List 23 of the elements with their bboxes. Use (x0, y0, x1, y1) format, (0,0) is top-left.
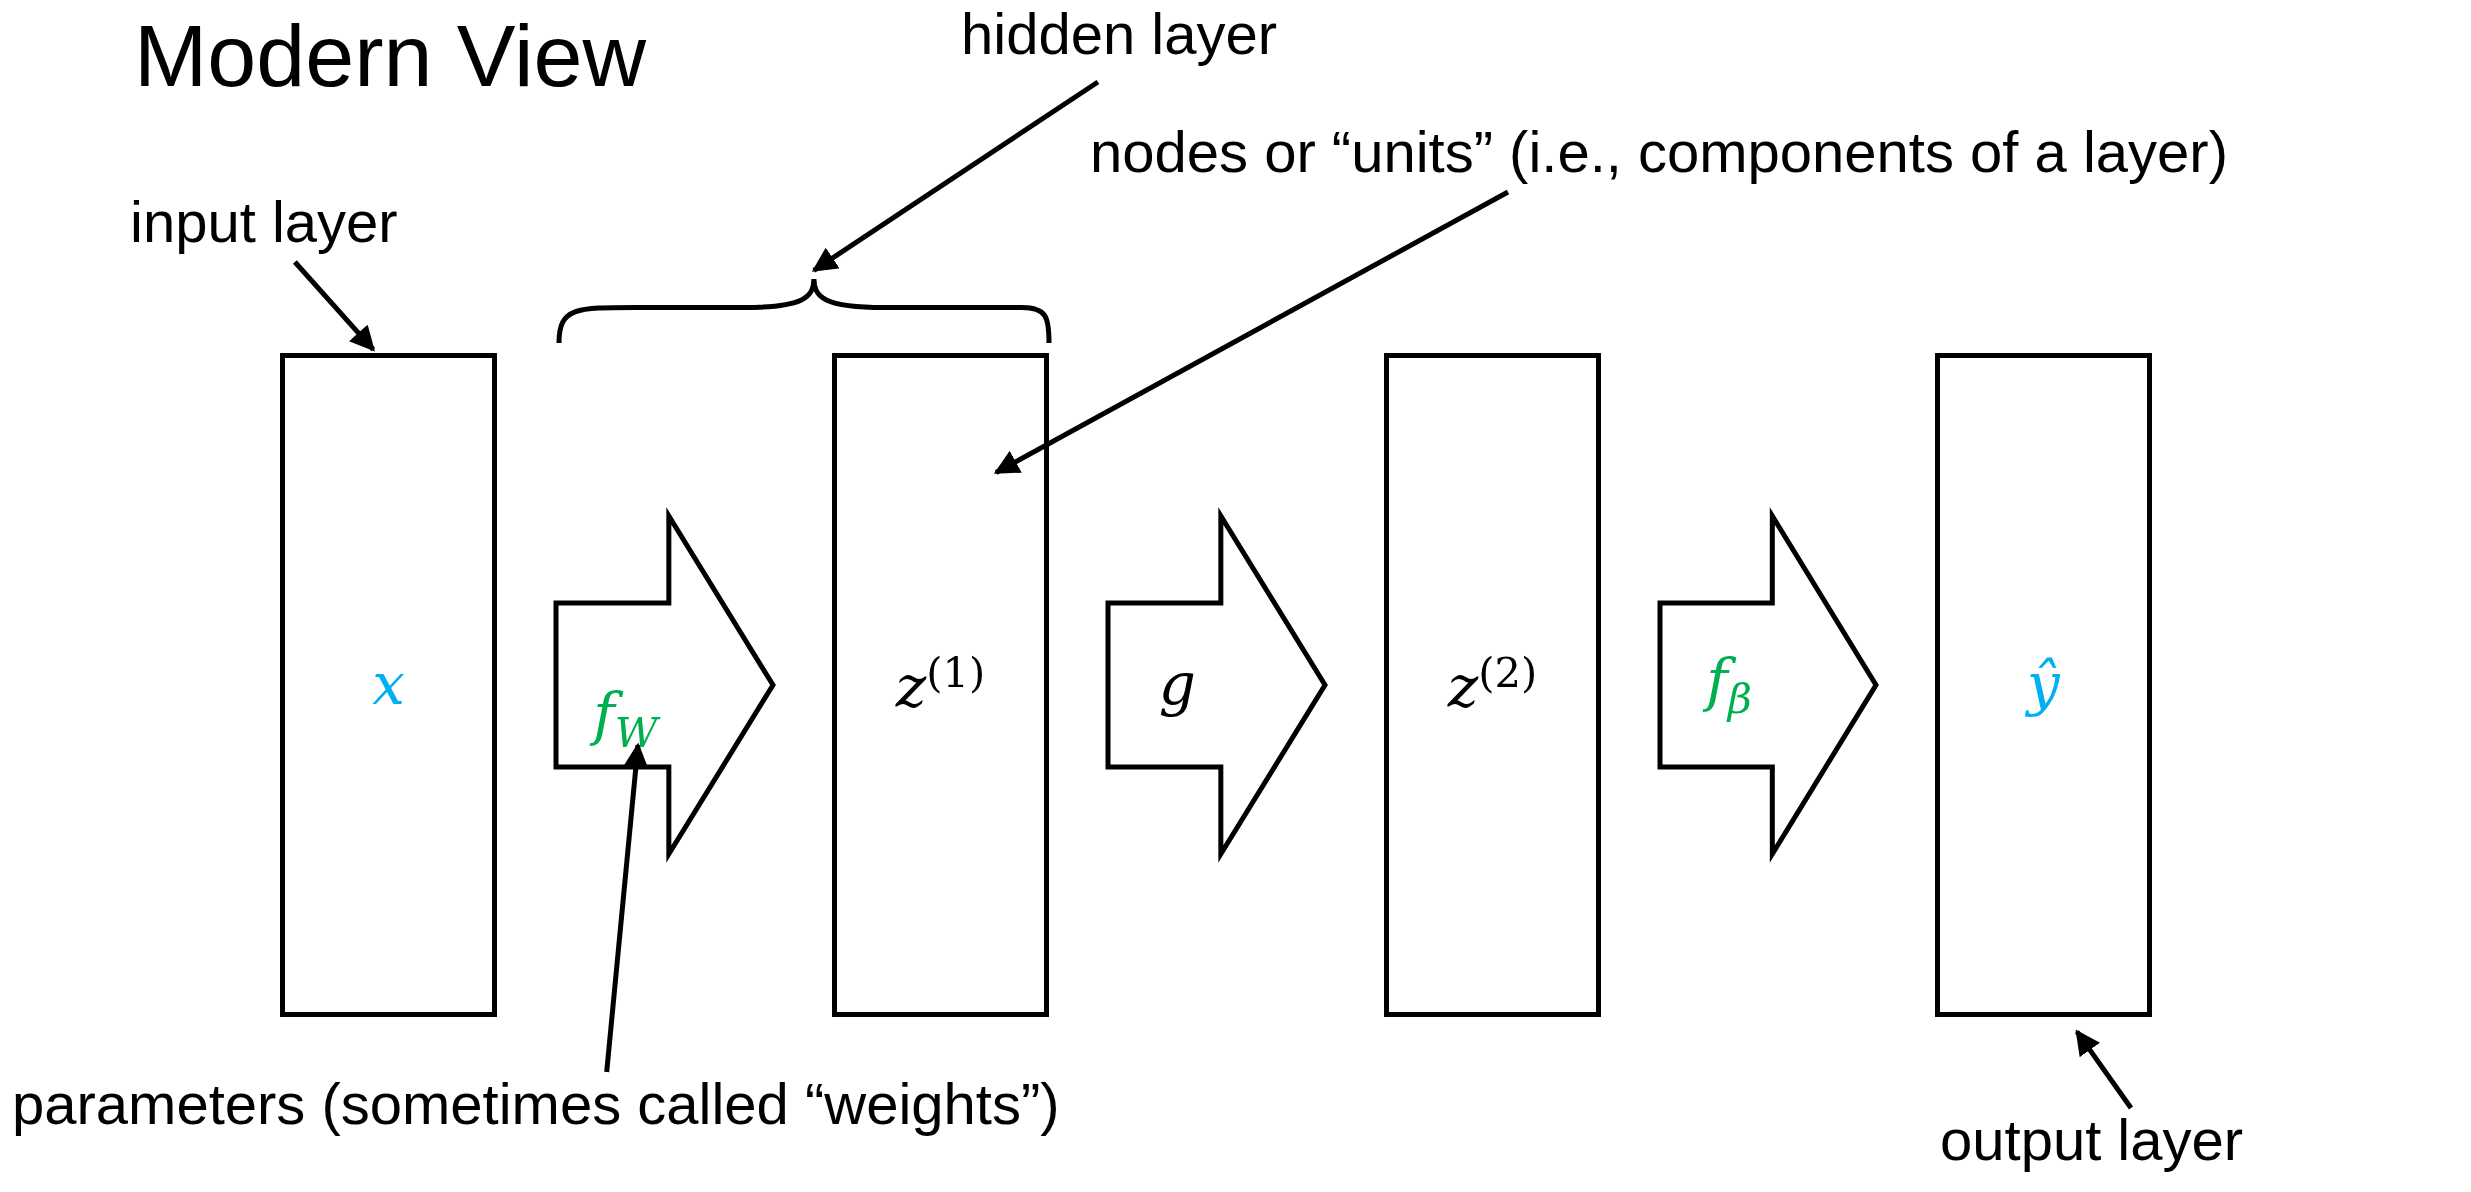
math-label: z$^{(1)}$ (895, 647, 986, 723)
math-label: z$^{(2)}$ (1447, 647, 1538, 723)
leader-line (811, 79, 1100, 273)
math-label: x (372, 650, 405, 720)
block-arrow (1105, 507, 1328, 863)
leader-line (993, 189, 1510, 475)
edge-label: g (1158, 650, 1196, 720)
title: Modern View (134, 8, 646, 105)
callout-text: parameters (sometimes called “weights”) (12, 1072, 1060, 1136)
leader-line (293, 260, 376, 352)
layer-box (280, 353, 497, 1017)
callout-text: output layer (1940, 1108, 2244, 1172)
block-arrow (553, 507, 776, 863)
callout-text: nodes or “units” (i.e., components of a layer) (1090, 120, 2228, 184)
layer-box (1384, 353, 1601, 1017)
leader-line (604, 742, 649, 1073)
block-arrow (1657, 507, 1879, 863)
callout-text: input layer (130, 190, 398, 254)
math-label: ŷ (2027, 650, 2060, 720)
leader-line (2074, 1029, 2134, 1110)
callout-text: hidden layer (961, 2, 1277, 66)
layer-box (832, 353, 1049, 1017)
layer-box (1935, 353, 2152, 1017)
